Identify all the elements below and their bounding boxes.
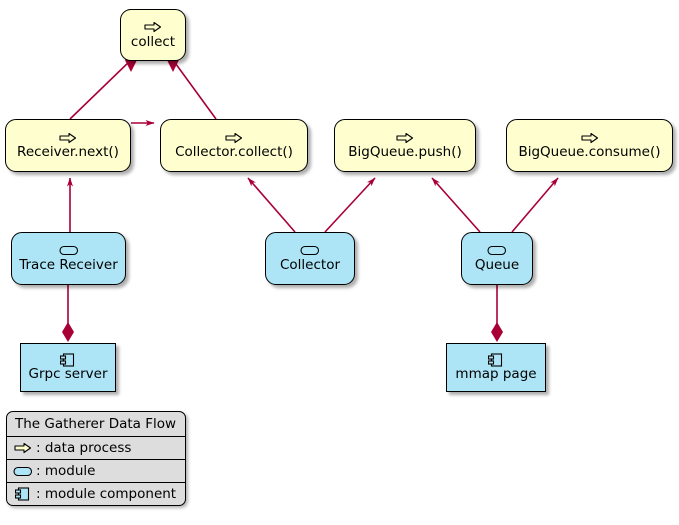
node-grpc-server[interactable]: Grpc server	[20, 343, 116, 392]
data-process-icon	[144, 21, 162, 34]
data-process-icon	[396, 131, 414, 144]
module-icon	[58, 244, 79, 257]
node-collect-label: collect	[130, 33, 176, 50]
module-icon	[13, 466, 33, 477]
module-component-icon	[13, 487, 33, 501]
module-component-icon	[60, 352, 76, 367]
node-bigqueue-consume[interactable]: BigQueue.consume()	[506, 119, 673, 172]
node-grpc-server-label: Grpc server	[28, 366, 108, 382]
node-bigqueue-push-label: BigQueue.push()	[348, 144, 462, 160]
node-collector-label: Collector	[279, 257, 341, 273]
data-process-icon	[59, 131, 77, 144]
edge-trace-receiver-to-grpc-server	[62, 285, 74, 342]
node-collector-collect[interactable]: Collector.collect()	[160, 119, 308, 172]
data-process-icon	[13, 442, 33, 454]
edge-queue-to-bigqueue-consume	[511, 177, 559, 233]
edge-collector-to-collector-collect	[247, 177, 296, 233]
legend-row-module-label: : module	[36, 463, 96, 479]
node-queue-label: Queue	[474, 257, 520, 273]
module-icon	[487, 244, 507, 257]
node-collect[interactable]: collect	[120, 9, 186, 61]
legend: The Gatherer Data Flow : data process : …	[6, 411, 186, 506]
legend-row-module-component-label: : module component	[36, 486, 177, 502]
data-process-icon	[225, 131, 243, 144]
edge-collector-to-bigqueue-push	[324, 177, 376, 233]
node-trace-receiver-label: Trace Receiver	[19, 257, 118, 273]
node-collector[interactable]: Collector	[265, 232, 355, 285]
node-collector-collect-label: Collector.collect()	[175, 144, 293, 160]
node-trace-receiver[interactable]: Trace Receiver	[11, 232, 126, 285]
legend-row-data-process: : data process	[7, 437, 185, 460]
node-bigqueue-consume-label: BigQueue.consume()	[518, 144, 661, 160]
node-mmap-page[interactable]: mmap page	[446, 343, 546, 392]
legend-title: The Gatherer Data Flow	[7, 412, 185, 437]
node-receiver-next-label: Receiver.next()	[17, 144, 119, 160]
node-receiver-next[interactable]: Receiver.next()	[5, 119, 131, 172]
edge-queue-to-bigqueue-push	[431, 177, 481, 233]
module-component-icon	[488, 352, 504, 367]
node-queue[interactable]: Queue	[461, 232, 533, 285]
data-process-icon	[580, 131, 599, 144]
node-bigqueue-push[interactable]: BigQueue.push()	[334, 119, 476, 172]
legend-row-module: : module	[7, 460, 185, 483]
edge-queue-to-mmap-page	[491, 285, 503, 342]
module-icon	[300, 244, 320, 257]
legend-row-data-process-label: : data process	[36, 440, 132, 456]
node-mmap-page-label: mmap page	[455, 366, 537, 382]
legend-row-module-component: : module component	[7, 483, 185, 505]
